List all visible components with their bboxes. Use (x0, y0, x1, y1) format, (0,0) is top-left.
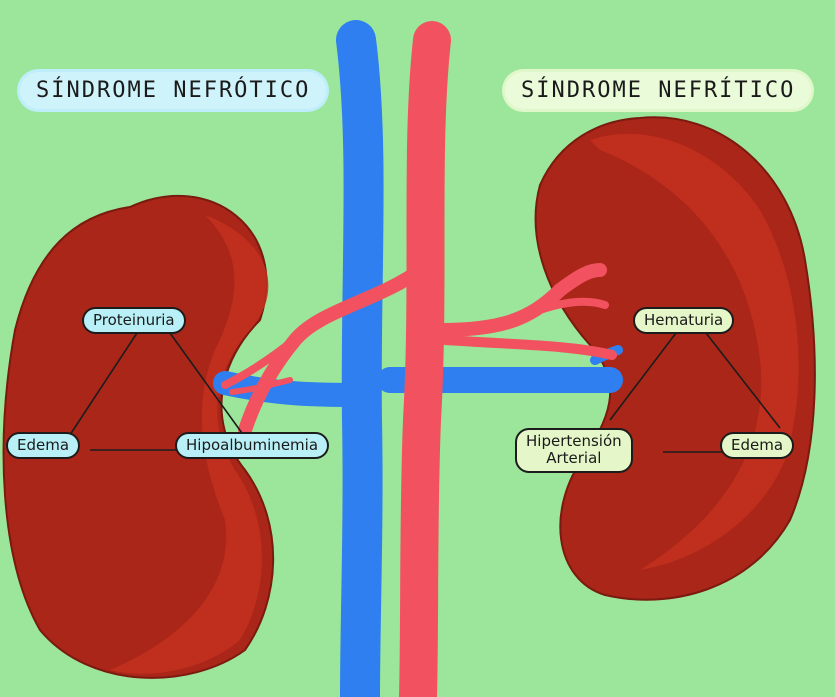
left-title: SÍNDROME NEFRÓTICO (20, 72, 326, 109)
right-kidney (536, 117, 815, 599)
aorta (418, 40, 432, 697)
label-hematuria: Hematuria (633, 307, 734, 334)
label-hipertension-arterial: Hipertensión Arterial (515, 428, 633, 473)
label-edema-right: Edema (720, 432, 794, 459)
label-proteinuria: Proteinuria (82, 307, 186, 334)
right-title: SÍNDROME NEFRÍTICO (505, 72, 811, 109)
vena-cava (356, 40, 364, 697)
label-edema-left: Edema (6, 432, 80, 459)
label-hipoalbuminemia: Hipoalbuminemia (175, 432, 329, 459)
